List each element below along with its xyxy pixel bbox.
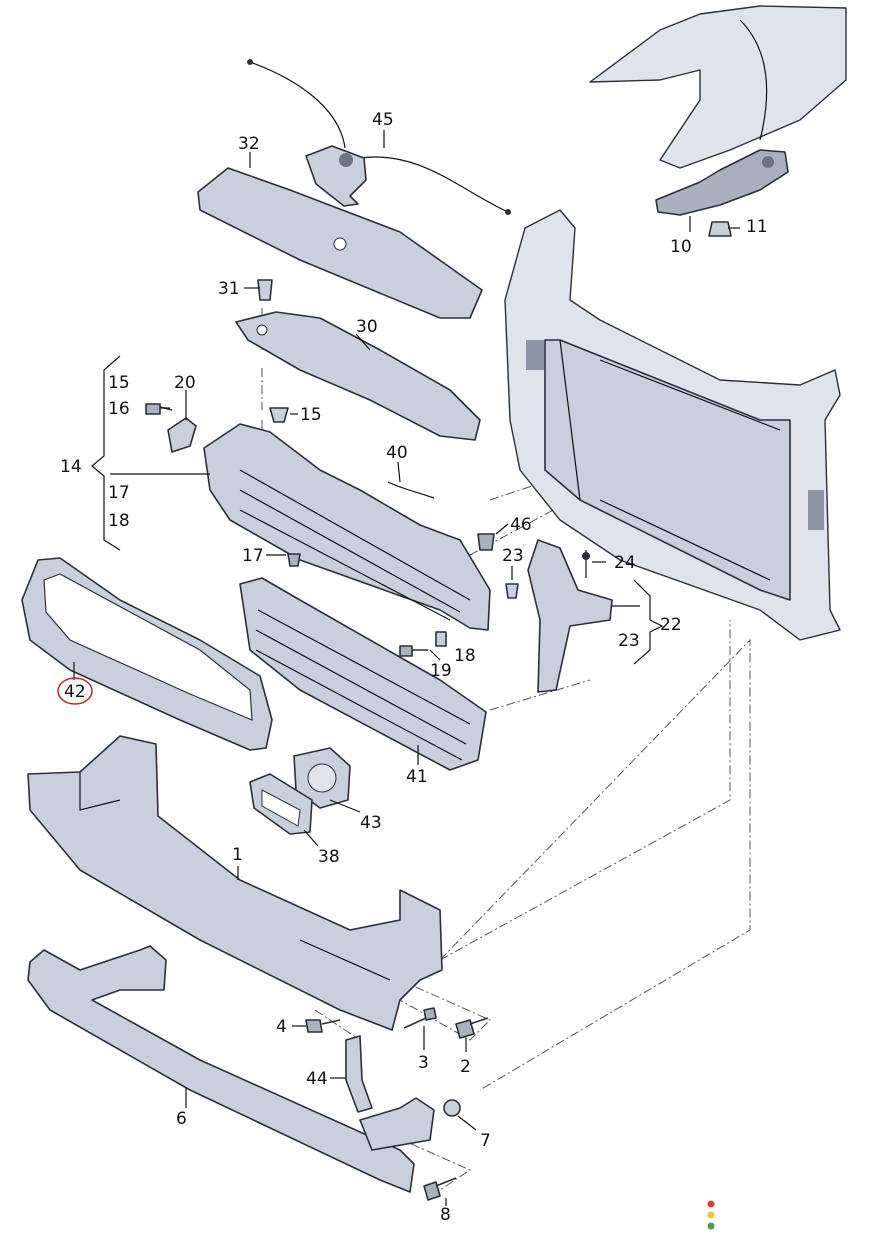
- part-6-lower-beam: [27, 945, 435, 1193]
- part-41-air-shutter: [239, 577, 487, 771]
- callout-7: 7: [480, 1131, 491, 1151]
- part-10-bracket: [655, 149, 789, 216]
- fender-panel: [589, 5, 847, 169]
- callout-38: 38: [318, 847, 340, 867]
- callout-41: 41: [406, 767, 428, 787]
- callout-24: 24: [614, 553, 636, 573]
- callout-1: 1: [232, 845, 243, 865]
- part-16-screw: [145, 403, 173, 415]
- part-8-bolt: [423, 1177, 457, 1201]
- status-dot-green: [707, 1222, 715, 1230]
- callout-30: 30: [356, 317, 378, 337]
- part-45-release-cable: [247, 59, 511, 215]
- callout-45: 45: [372, 110, 394, 130]
- status-dot-red: [707, 1200, 715, 1208]
- part-44-bracket: [345, 1035, 373, 1113]
- callout-20: 20: [174, 373, 196, 393]
- part-7-clip: [443, 1099, 461, 1117]
- callout-10: 10: [670, 237, 692, 257]
- callout-31: 31: [218, 279, 240, 299]
- part-38-bracket: [249, 773, 313, 835]
- part-17-clip: [287, 553, 301, 567]
- leader-lines: [73, 130, 740, 1206]
- part-11-clip: [708, 221, 732, 237]
- part-20-sensor: [167, 417, 197, 453]
- callout-14: 14: [60, 457, 82, 477]
- part-40-clip: [387, 481, 435, 499]
- part-23-nut: [505, 583, 519, 599]
- callout-46: 46: [510, 515, 532, 535]
- callout-42: 42: [64, 682, 86, 702]
- callout-4: 4: [276, 1017, 287, 1037]
- callout-11: 11: [746, 217, 768, 237]
- callout-19: 19: [430, 661, 452, 681]
- callout-22: 22: [660, 615, 682, 635]
- callout-16: 16: [108, 399, 130, 419]
- callout-43: 43: [360, 813, 382, 833]
- callout-17-group: 17: [108, 483, 130, 503]
- part-4-screw: [305, 1019, 341, 1033]
- callout-40: 40: [386, 443, 408, 463]
- callout-32: 32: [238, 134, 260, 154]
- group-brackets: [91, 355, 664, 665]
- highlight-ring-42: [57, 677, 93, 705]
- callout-18-group: 18: [108, 511, 130, 531]
- callout-2: 2: [460, 1057, 471, 1077]
- callout-17: 17: [242, 546, 264, 566]
- part-1-bumper-beam: [27, 735, 443, 1031]
- part-43-horn: [293, 747, 351, 809]
- callout-44: 44: [306, 1069, 328, 1089]
- part-2-bolt: [455, 1017, 489, 1039]
- status-dot-yellow: [707, 1211, 715, 1219]
- status-dots: [707, 1200, 715, 1230]
- lock-carrier-frame: [504, 209, 841, 641]
- callout-18: 18: [454, 646, 476, 666]
- callout-3: 3: [418, 1053, 429, 1073]
- callout-15-group: 15: [108, 373, 130, 393]
- part-42-grille-bezel: [21, 557, 273, 751]
- part-31-clip: [257, 279, 273, 301]
- callout-23-group: 23: [618, 631, 640, 651]
- part-32-cover-panel: [197, 167, 483, 319]
- part-15-clip: [269, 407, 289, 423]
- part-3-bolt: [403, 1007, 437, 1029]
- callout-6: 6: [176, 1109, 187, 1129]
- part-46-grommet: [477, 533, 495, 551]
- callout-labels: 32 45 31 30 20 15 16 15 14 40 17 18 46 1…: [60, 110, 768, 1225]
- callout-8: 8: [440, 1205, 451, 1225]
- part-14-air-duct: [203, 423, 491, 631]
- part-22-bracket: [527, 539, 613, 693]
- callout-15: 15: [300, 405, 322, 425]
- part-30-air-guide: [235, 311, 481, 441]
- callout-23: 23: [502, 546, 524, 566]
- part-19-screw: [399, 631, 447, 657]
- part-24-screw: [582, 550, 590, 578]
